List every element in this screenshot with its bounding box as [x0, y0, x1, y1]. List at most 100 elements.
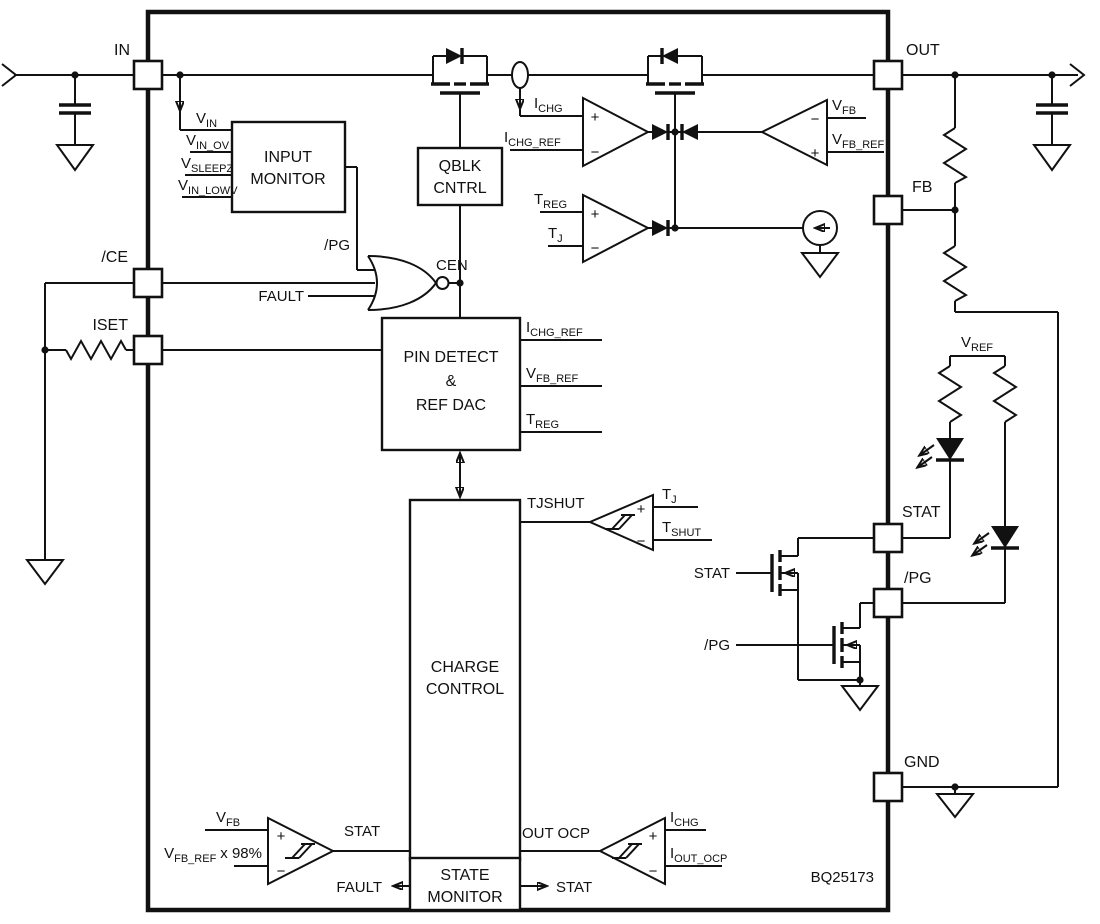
hysteresis-icon: [285, 843, 315, 859]
hysteresis-icon: [605, 514, 635, 530]
led-pg: [973, 526, 1019, 555]
plus-sign: +: [811, 145, 820, 162]
out-ocp-label: OUT OCP: [522, 825, 590, 842]
charge-control-title-1: CHARGE: [431, 659, 499, 676]
iout-ocp-label: IOUT_OCP: [670, 845, 727, 865]
pin-out-label: OUT: [906, 42, 940, 59]
minus-sign: −: [649, 863, 658, 880]
stat-gate-label: STAT: [694, 565, 730, 582]
cen-label: CEN: [436, 257, 468, 274]
mosfet-q1: [431, 48, 489, 148]
plus-sign: +: [637, 501, 646, 518]
comparator-out-ocp: + − OUT OCP ICHG IOUT_OCP: [520, 809, 727, 886]
plus-sign: +: [649, 828, 658, 845]
ground-icon: [934, 793, 976, 819]
pin-pg: /PG: [872, 570, 932, 619]
vin-lowv-label: VIN_LOWV: [178, 177, 238, 197]
pin-pg-label: /PG: [904, 570, 932, 587]
pin-iset-label: ISET: [92, 317, 128, 334]
ichg-label: ICHG: [534, 95, 563, 115]
pin-gnd-label: GND: [904, 754, 940, 771]
ichg-ref-out-label: ICHG_REF: [526, 319, 583, 339]
output-arrow-icon: [1069, 63, 1086, 87]
minus-sign: −: [591, 240, 600, 257]
pin-fb: FB: [872, 179, 932, 226]
pin-out: OUT: [872, 42, 940, 91]
ground-icon: [55, 144, 95, 172]
pin-ce-label: /CE: [101, 249, 128, 266]
resistor-stat-led: [937, 365, 963, 423]
vsleepz-label: VSLEEPZ: [181, 155, 233, 175]
tjshut-label: TJSHUT: [527, 495, 585, 512]
current-sense: [511, 61, 583, 117]
nor-gate: CEN: [367, 255, 468, 311]
stat-out-label: STAT: [556, 879, 592, 896]
cen-net: [456, 205, 464, 318]
charge-control-title-2: CONTROL: [426, 681, 504, 698]
minus-sign: −: [277, 863, 286, 880]
tj-comp-label: TJ: [662, 486, 677, 506]
block-state-monitor: STATE MONITOR FAULT STAT: [336, 856, 592, 912]
output-capacitor: [1032, 75, 1072, 172]
mosfet-pg: /PG: [704, 602, 880, 712]
resistor-fb-bottom: [942, 245, 968, 302]
treg-label: TREG: [534, 191, 567, 211]
input-arrow-icon: [1, 63, 18, 87]
pin-in: IN: [114, 42, 164, 91]
fault-out-label: FAULT: [336, 879, 382, 896]
vin-tap-wire: [180, 75, 232, 131]
resistor-fb-top: [942, 127, 968, 184]
stat-comp-out-label: STAT: [344, 823, 380, 840]
comparator-tjshut: + − TJSHUT TJ TSHUT: [520, 486, 712, 552]
vfb-bl-label: VFB: [216, 809, 240, 829]
body-diode-q2: [647, 48, 703, 75]
ichg-br-label: ICHG: [670, 809, 699, 829]
diode-or-network: [648, 124, 840, 279]
mosfet-q2: [646, 48, 704, 132]
pin-stat-label: STAT: [902, 504, 941, 521]
body-diode-q1: [432, 48, 488, 75]
qblk-title-1: QBLK: [439, 158, 482, 175]
ichg-ref-label: ICHG_REF: [504, 129, 561, 149]
vref-led-network: VREF: [902, 334, 1019, 604]
vin-ov-label: VIN_OV: [186, 132, 230, 152]
plus-sign: +: [277, 828, 286, 845]
inverter-bubble-icon: [435, 276, 450, 290]
comparator-treg: + − TREG TJ: [534, 191, 651, 264]
pin-detect-title-3: REF DAC: [416, 397, 486, 414]
plus-sign: +: [591, 109, 600, 126]
minus-sign: −: [591, 144, 600, 161]
pg-internal-wire: /PG: [324, 166, 375, 271]
vfb-ref-label: VFB_REF: [832, 131, 884, 151]
block-charge-control: CHARGE CONTROL: [408, 498, 522, 862]
qblk-title-2: CNTRL: [433, 180, 486, 197]
hysteresis-icon: [612, 843, 642, 859]
vfb-ref-out-label: VFB_REF: [526, 365, 578, 385]
block-input-monitor: INPUT MONITOR VIN VIN_OV VSLEEPZ VIN_LOW…: [178, 110, 347, 214]
pg-internal-label: /PG: [324, 237, 350, 254]
pin-ce: /CE: [101, 249, 164, 299]
vin-label: VIN: [196, 110, 217, 130]
pin-stat: STAT: [872, 504, 941, 554]
tj-label: TJ: [548, 225, 563, 245]
block-qblk-cntrl: QBLK CNTRL: [416, 146, 504, 207]
vfb-label: VFB: [832, 97, 856, 117]
fb-divider-network: [902, 75, 1059, 819]
pin-detect-title-1: PIN DETECT: [403, 349, 498, 366]
pg-gate-label: /PG: [704, 637, 730, 654]
iset-resistor-network: [45, 338, 382, 362]
ground-icon: [1032, 144, 1072, 172]
state-monitor-title-2: MONITOR: [427, 889, 502, 906]
resistor-iset: [65, 338, 127, 362]
current-source: [800, 210, 840, 279]
pin-fb-label: FB: [912, 179, 932, 196]
input-monitor-title-2: MONITOR: [250, 171, 325, 188]
diode-icon: [652, 124, 668, 140]
vref-label: VREF: [961, 334, 993, 354]
fault-nor-label: FAULT: [258, 288, 304, 305]
treg-out-label: TREG: [526, 411, 559, 431]
tshut-label: TSHUT: [662, 519, 701, 539]
